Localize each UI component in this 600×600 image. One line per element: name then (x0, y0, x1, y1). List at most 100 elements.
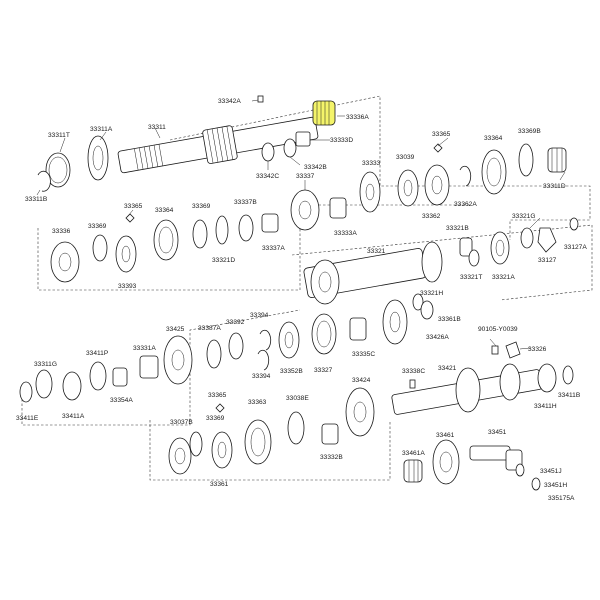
label-33364-row2[interactable]: 33364 (155, 207, 174, 214)
needle-bearing-33336A[interactable] (312, 100, 336, 126)
label-33411B[interactable]: 33411B (558, 392, 581, 399)
gear-33426A[interactable] (382, 299, 408, 345)
ring-33362A[interactable] (459, 165, 472, 187)
synchro-33361[interactable] (211, 431, 233, 469)
bolt-33451H[interactable] (531, 477, 541, 491)
bearing-33411H[interactable] (537, 363, 557, 393)
gear-33333[interactable] (359, 171, 381, 213)
plate-33127[interactable] (537, 227, 557, 253)
sleeve-33331A[interactable] (139, 355, 159, 379)
reverse-shaft-33421[interactable] (391, 363, 543, 415)
label-33361B[interactable]: 33361B (438, 316, 461, 323)
label-33342A[interactable]: 33342A (218, 98, 241, 105)
label-33369-row2[interactable]: 33369 (192, 203, 211, 210)
pin-33342A[interactable] (257, 95, 264, 103)
label-33362[interactable]: 33362 (422, 213, 441, 220)
gear-33425[interactable] (163, 335, 193, 385)
synchro-33362[interactable] (424, 164, 450, 206)
ring-33369-bottom[interactable] (189, 431, 203, 457)
ring-33321H[interactable] (412, 293, 424, 311)
label-33426A[interactable]: 33426A (426, 334, 449, 341)
label-33393[interactable]: 33393 (118, 283, 137, 290)
label-33362A[interactable]: 33362A (454, 201, 477, 208)
ring-33342B[interactable] (283, 138, 297, 158)
ring-33038E[interactable] (287, 411, 305, 445)
counter-gear-33321[interactable] (303, 241, 443, 305)
label-33311D[interactable]: 33311D (543, 183, 566, 190)
bearing-33333A[interactable] (329, 197, 347, 219)
label-33335C[interactable]: 33335C (352, 351, 375, 358)
label-33424[interactable]: 33424 (352, 377, 371, 384)
label-33369-bottom[interactable]: 33369 (206, 415, 225, 422)
label-33338C[interactable]: 33338C (402, 368, 425, 375)
sleeve-33363[interactable] (244, 419, 272, 465)
bearing-33332B[interactable] (321, 423, 339, 445)
label-33337B[interactable]: 33337B (234, 199, 257, 206)
label-33451[interactable]: 33451 (488, 429, 507, 436)
synchro-33393[interactable] (115, 235, 137, 273)
label-33365-top[interactable]: 33365 (432, 131, 451, 138)
label-33392[interactable]: 33392 (226, 319, 245, 326)
ring-33321T[interactable] (468, 249, 480, 267)
label-33321G[interactable]: 33321G (512, 213, 535, 220)
snap-ring-33311T[interactable] (45, 152, 71, 188)
label-33336A[interactable]: 33336A (346, 114, 369, 121)
bearing-33311D[interactable] (547, 147, 567, 173)
ring-33394-a[interactable] (259, 329, 272, 351)
ring-33361B[interactable] (420, 300, 434, 320)
gear-33461[interactable] (432, 439, 460, 485)
label-33321[interactable]: 33321 (367, 248, 386, 255)
label-33332B[interactable]: 33332B (320, 454, 343, 461)
label-33038E[interactable]: 33038E (286, 395, 309, 402)
label-33337[interactable]: 33337 (296, 173, 315, 180)
label-33411P[interactable]: 33411P (86, 350, 109, 357)
label-33352B[interactable]: 33352B (280, 368, 303, 375)
bearing-33321A[interactable] (490, 231, 510, 265)
label-33037B[interactable]: 33037B (170, 419, 193, 426)
label-33354A[interactable]: 33354A (110, 397, 133, 404)
label-33364-top[interactable]: 33364 (484, 135, 503, 142)
ring-33411B[interactable] (562, 365, 574, 385)
key-33365-row2[interactable] (125, 213, 135, 223)
ring-33369B[interactable] (518, 143, 534, 177)
label-33369B[interactable]: 33369B (518, 128, 541, 135)
ring-33337B[interactable] (238, 214, 254, 242)
label-33461A[interactable]: 33461A (402, 450, 425, 457)
bearing-33311A[interactable] (87, 135, 109, 181)
gear-33037B[interactable] (168, 437, 192, 475)
ring-33394-b[interactable] (257, 349, 270, 371)
snap-ring-33311B[interactable] (37, 170, 51, 192)
ring-33387A[interactable] (206, 339, 222, 369)
label-33333[interactable]: 33333 (362, 160, 381, 167)
spacer-33333D[interactable] (295, 131, 311, 147)
shaft-33451[interactable] (469, 445, 523, 471)
label-33451H[interactable]: 33451H (544, 482, 567, 489)
label-33421[interactable]: 33421 (438, 365, 457, 372)
label-33127A[interactable]: 33127A (564, 244, 587, 251)
bearing-33321B[interactable] (459, 237, 473, 257)
label-33331A[interactable]: 33331A (133, 345, 156, 352)
label-33342B[interactable]: 33342B (304, 164, 327, 171)
arm-33326[interactable] (505, 341, 521, 359)
bearing-33411P[interactable] (89, 361, 107, 391)
bearing-33335C[interactable] (349, 317, 367, 341)
ring-33311G[interactable] (35, 369, 53, 399)
label-33365-row2[interactable]: 33365 (124, 203, 143, 210)
bearing-33337A[interactable] (261, 213, 279, 233)
gear-33336[interactable] (50, 241, 80, 283)
label-33311A[interactable]: 33311A (90, 126, 113, 133)
bearing-33411A[interactable] (62, 371, 82, 401)
sleeve-33364-top[interactable] (481, 149, 507, 195)
bearing-33461A[interactable] (403, 459, 423, 483)
label-33425[interactable]: 33425 (166, 326, 185, 333)
label-33365-bottom[interactable]: 33365 (208, 392, 227, 399)
label-33039[interactable]: 33039 (396, 154, 415, 161)
label-33333D[interactable]: 33333D (330, 137, 353, 144)
label-33361[interactable]: 33361 (210, 481, 229, 488)
label-33321H[interactable]: 33321H (420, 290, 443, 297)
key-33365-bottom[interactable] (215, 403, 225, 413)
label-33411H[interactable]: 33411H (534, 403, 557, 410)
synchro-hub-33337[interactable] (290, 189, 320, 231)
label-33369-left[interactable]: 33369 (88, 223, 107, 230)
gear-33354A[interactable] (112, 367, 128, 387)
